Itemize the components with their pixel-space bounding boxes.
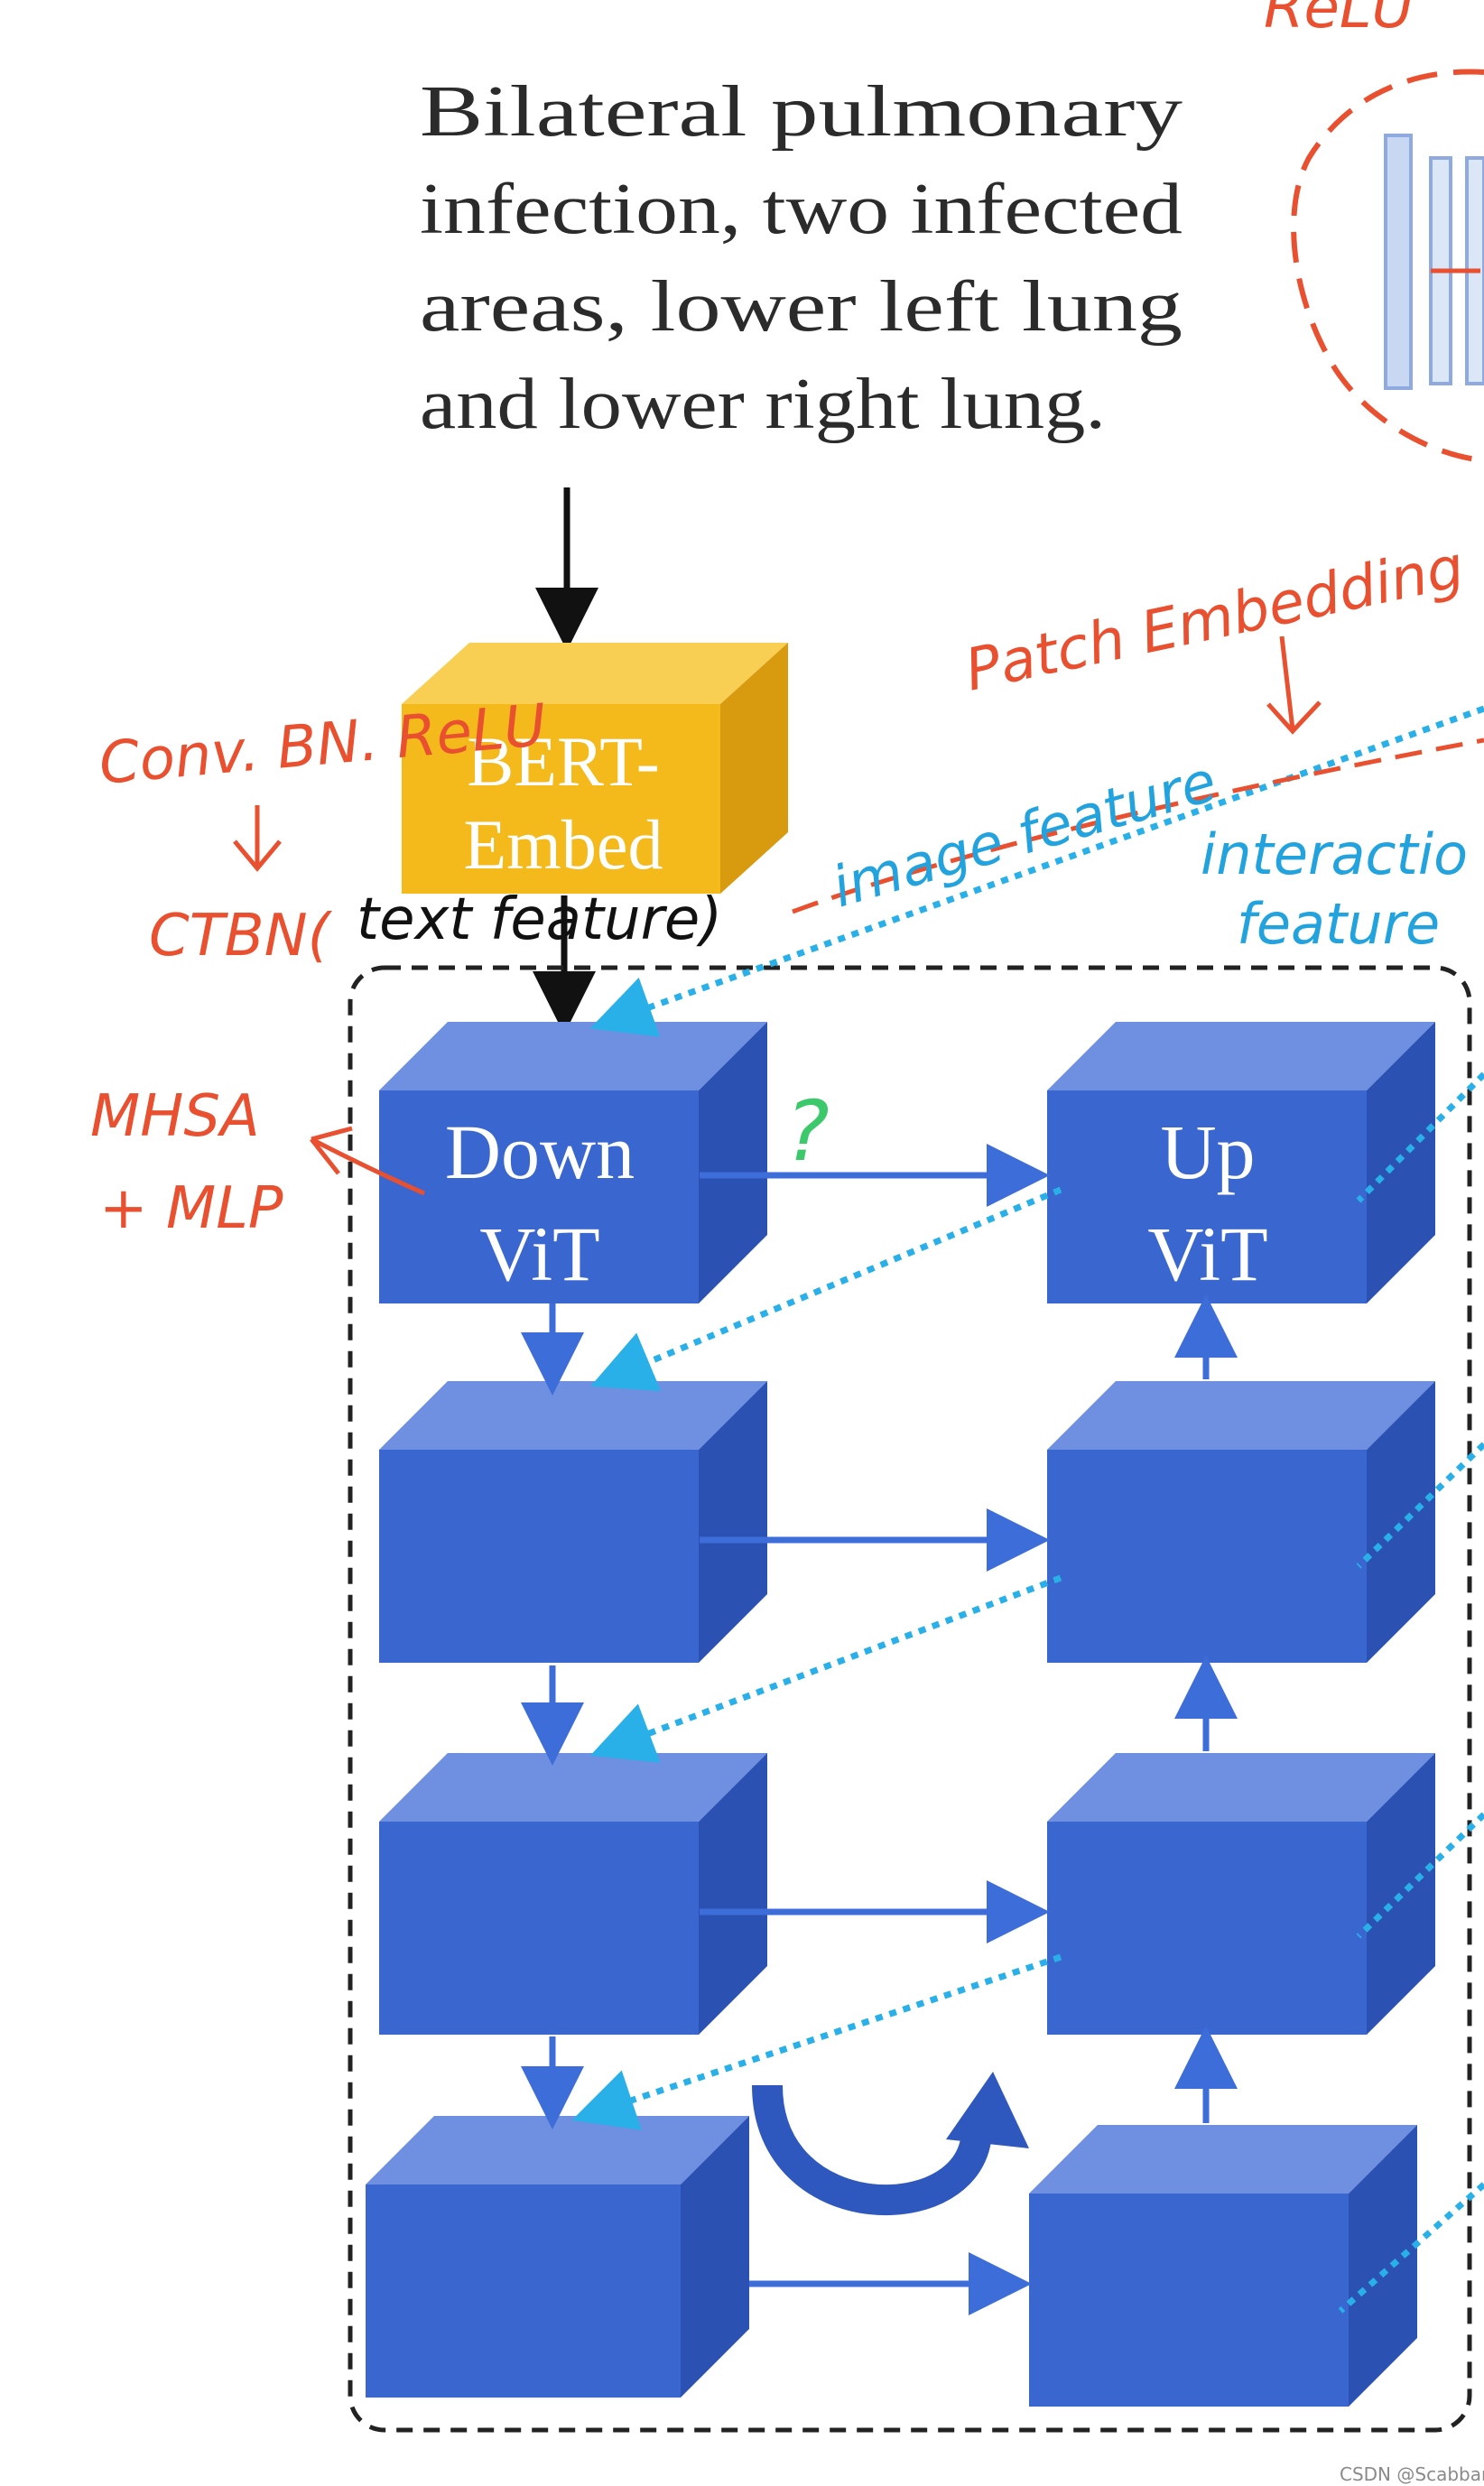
caption-line-3: areas, lower left lung <box>420 267 1183 347</box>
down-block-3-top <box>379 1753 767 1822</box>
down-block-2 <box>379 1381 767 1663</box>
up-block-2-front <box>1047 1450 1367 1663</box>
up-block-4-side <box>1349 2125 1417 2407</box>
down-block-2-side <box>699 1381 767 1663</box>
bert-label-line-1: BERT- <box>467 722 659 801</box>
interaction-arrow-2 <box>1356 1442 1484 1569</box>
up-vit-label-line-1: Up <box>1160 1108 1255 1195</box>
top-right-fragment: ReLU <box>1264 0 1484 463</box>
interaction-arrow-1 <box>1356 1071 1484 1203</box>
down-block-4-front <box>366 2185 681 2398</box>
bert-side-face <box>720 643 788 894</box>
up-block-1: Up ViT <box>1047 1022 1435 1303</box>
red-dashed-circle <box>1291 69 1484 463</box>
image-feature-arrows <box>571 705 1484 2130</box>
down-block-1-top <box>379 1022 767 1090</box>
top-fragment-label: ReLU <box>1264 0 1414 42</box>
encoder-decoder-container <box>348 965 1472 2433</box>
annotation-text-feature: text feature) <box>357 886 722 953</box>
image-feature-arrow-1 <box>589 705 1484 1037</box>
bert-embed-block: BERT- Embed <box>402 643 788 894</box>
uturn-head <box>946 2072 1029 2148</box>
bert-front-face <box>402 704 720 894</box>
up-block-4-front <box>1029 2194 1349 2407</box>
up-block-3-front <box>1047 1822 1367 2035</box>
fragment-bar-1 <box>1384 134 1413 390</box>
caption-line-2: infection, two infected <box>420 170 1183 249</box>
bottleneck-uturn-arrow <box>752 2072 1029 2215</box>
annotation-interaction-feature: feature <box>1237 891 1440 957</box>
image-feature-arrow-4 <box>571 1953 1062 2130</box>
annotation-mhsa-arrow <box>310 1126 426 1196</box>
caption-line-4: and lower right lung. <box>420 365 1106 444</box>
up-block-3-side <box>1367 1753 1435 2035</box>
up-block-2 <box>1047 1381 1435 1663</box>
caption: Bilateral pulmonary infection, two infec… <box>420 72 1183 444</box>
down-block-2-front <box>379 1450 699 1663</box>
annotation-patch-embedding: Patch Embedding <box>960 533 1470 704</box>
annotation-mhsa: MHSA <box>90 1083 260 1150</box>
down-block-3-side <box>699 1753 767 2035</box>
down-block-4-top <box>366 2116 749 2185</box>
up-block-1-front <box>1047 1090 1367 1303</box>
up-vit-label-line-2: ViT <box>1147 1211 1267 1297</box>
interaction-arrow-4 <box>1338 2182 1484 2314</box>
annotation-patch-arrow <box>1266 635 1322 735</box>
uturn-body <box>752 2084 992 2215</box>
down-block-1: Down ViT <box>379 1022 767 1303</box>
up-block-3 <box>1047 1753 1435 2035</box>
down-vit-label-line-2: ViT <box>479 1211 599 1297</box>
up-block-4-top <box>1029 2125 1417 2194</box>
annotation-mlp: + MLP <box>99 1175 283 1242</box>
annotation-down-arrow <box>233 805 282 872</box>
watermark: CSDN @Scabbards_ <box>1340 2463 1484 2485</box>
annotation-image-feature: image feature <box>825 748 1223 921</box>
annotation-ctbn: CTBN( <box>149 903 333 969</box>
caption-line-1: Bilateral pulmonary <box>420 72 1183 152</box>
down-block-3 <box>379 1753 767 2035</box>
bert-top-face <box>402 643 788 704</box>
down-block-2-top <box>379 1381 767 1450</box>
interaction-arrow-3 <box>1356 1812 1484 1939</box>
interaction-feature-arrows <box>1338 1071 1484 2314</box>
annotation-question-mark: ? <box>785 1083 830 1180</box>
up-block-1-side <box>1367 1022 1435 1303</box>
up-block-4 <box>1029 2125 1417 2407</box>
up-block-1-top <box>1047 1022 1435 1090</box>
down-block-1-front <box>379 1090 699 1303</box>
up-block-2-top <box>1047 1381 1435 1450</box>
down-block-3-front <box>379 1822 699 2035</box>
down-block-4-side <box>681 2116 749 2398</box>
up-block-2-side <box>1367 1381 1435 1663</box>
red-dashed-stroke <box>792 737 1484 914</box>
down-block-4 <box>366 2116 749 2398</box>
bert-label-line-2: Embed <box>464 805 663 884</box>
down-vit-label-line-1: Down <box>445 1108 635 1195</box>
annotation-interaction: interactio <box>1201 821 1468 887</box>
up-block-3-top <box>1047 1753 1435 1822</box>
down-block-1-side <box>699 1022 767 1303</box>
